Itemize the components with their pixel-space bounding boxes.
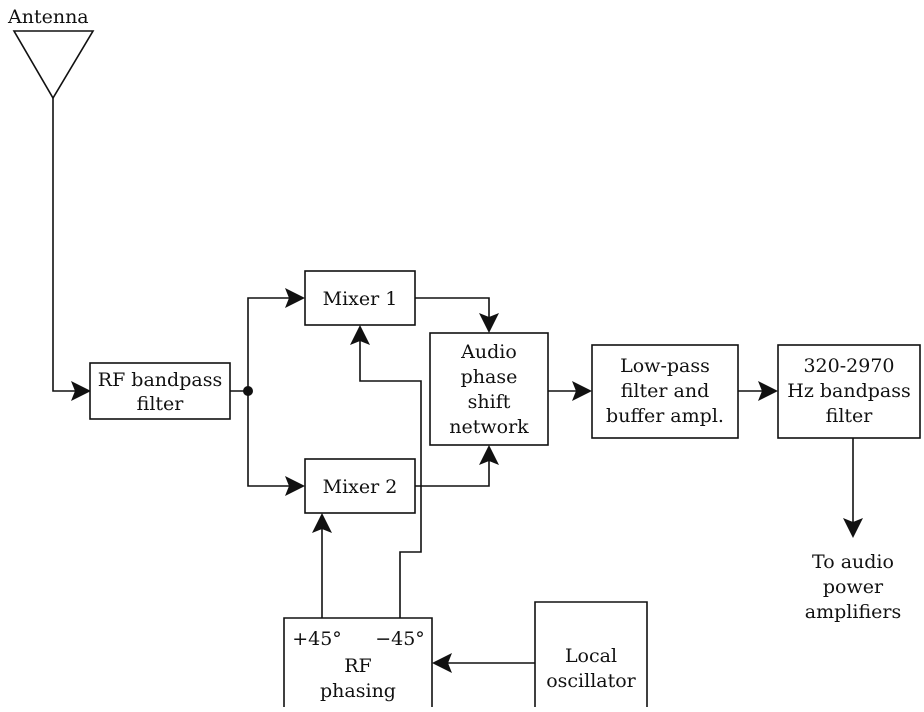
- junction-to-mixer1-line: [247, 297, 289, 391]
- arrowhead: [479, 445, 499, 465]
- low-pass-filter-label-line1: Low-pass: [620, 355, 710, 377]
- rf-phasing-label-line1: RF: [344, 655, 372, 677]
- hz-bandpass-filter-label-line3: filter: [826, 405, 874, 427]
- antenna-feed-line: [52, 98, 75, 392]
- local-oscillator-label-line2: oscillator: [546, 670, 636, 692]
- audio-phase-shift-network-box: [429, 332, 549, 446]
- audio-phase-shift-label-line4: network: [449, 416, 529, 438]
- rf-phasing-minus45-label: −45°: [375, 628, 425, 650]
- output-label-line1: To audio: [812, 551, 894, 573]
- arrowhead: [479, 313, 499, 333]
- arrowhead: [843, 518, 863, 538]
- arrowhead: [312, 513, 332, 533]
- low-pass-filter-label-line3: buffer ampl.: [606, 405, 724, 427]
- output-label-line3: amplifiers: [805, 601, 901, 623]
- mixer-1-label: Mixer 1: [323, 288, 398, 310]
- output-label-line2: power: [823, 576, 884, 598]
- hz-bandpass-filter-box: [777, 344, 921, 439]
- arrowhead: [572, 381, 592, 401]
- mixer1-output-line: [415, 297, 490, 318]
- arrowhead: [71, 381, 91, 401]
- rf-bandpass-filter-label-line1: RF bandpass: [98, 369, 222, 391]
- hz-bandpass-filter-label-line1: 320-2970: [803, 355, 894, 377]
- rf-phasing-label-line2: phasing: [320, 680, 396, 702]
- junction-to-mixer2-line: [247, 391, 289, 487]
- low-pass-filter-label-line2: filter and: [621, 380, 709, 402]
- arrowhead: [350, 325, 370, 345]
- arrowhead: [285, 288, 305, 308]
- local-oscillator-box: [534, 601, 648, 707]
- arrowhead: [758, 381, 778, 401]
- audio-phase-shift-label-line1: Audio: [460, 341, 517, 363]
- mixer-2-label: Mixer 2: [323, 476, 398, 498]
- antenna-icon: [12, 30, 95, 100]
- mixer2-output-line: [415, 461, 490, 487]
- rf-phasing-box: [283, 617, 433, 707]
- rf-bandpass-filter-label-line2: filter: [137, 393, 185, 415]
- antenna-label: Antenna: [7, 6, 89, 28]
- mixer-2-box: [304, 458, 416, 514]
- hz-bandpass-filter-label-line2: Hz bandpass: [787, 380, 911, 402]
- audio-phase-shift-label-line3: shift: [468, 391, 511, 413]
- arrowhead: [285, 476, 305, 496]
- arrowhead: [432, 653, 452, 673]
- audio-phase-shift-label-line2: phase: [461, 366, 518, 388]
- minus45-to-mixer1-line: [359, 341, 422, 618]
- local-oscillator-label-line1: Local: [565, 645, 617, 667]
- rf-phasing-plus45-label: +45°: [292, 628, 342, 650]
